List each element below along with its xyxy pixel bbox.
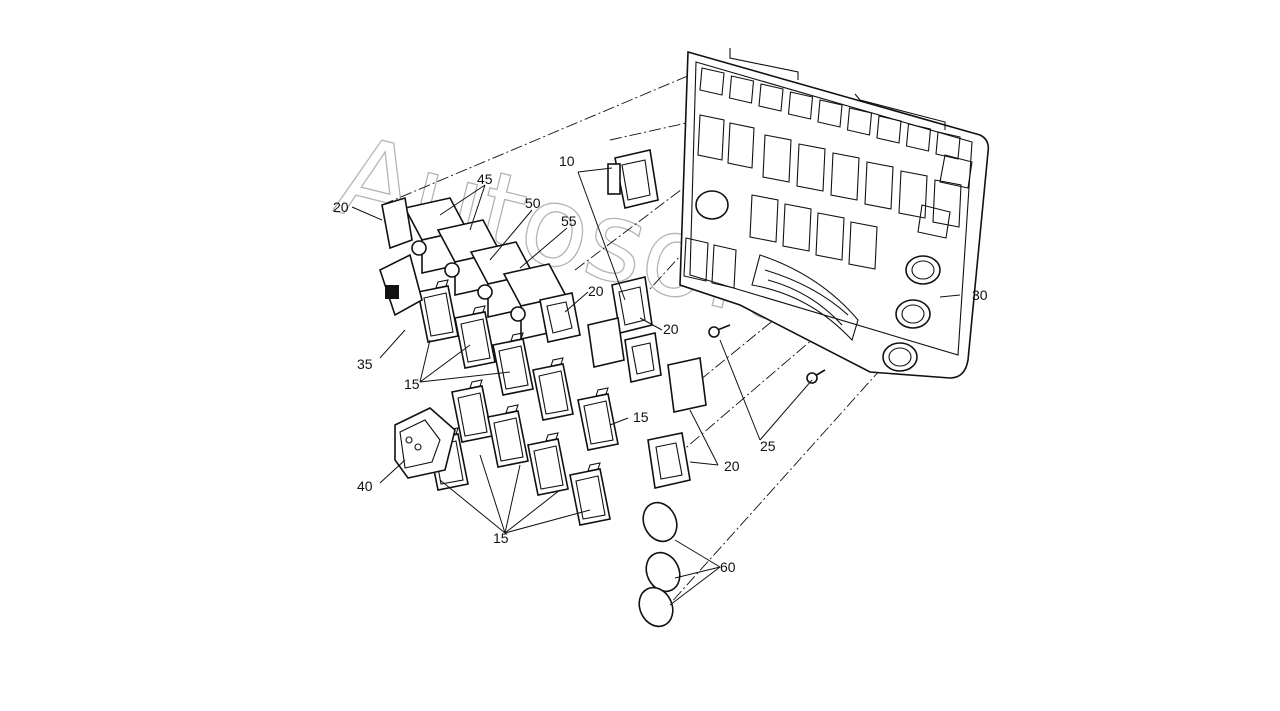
panel-round-opening <box>882 342 918 372</box>
switch-cover-inner <box>538 370 569 415</box>
panel-opening <box>749 194 779 243</box>
rocker-switch-knob <box>510 306 526 322</box>
switch-cover-inner <box>460 318 491 363</box>
panel-opening <box>848 221 878 270</box>
switch-cover-tab <box>595 387 609 397</box>
rocker-switch-knob <box>444 262 460 278</box>
rocker-switch-knob <box>477 284 493 300</box>
instrument-panel <box>679 48 990 379</box>
panel-opening <box>817 99 843 128</box>
callout-labels: 10 20 45 50 55 20 20 30 35 15 15 25 20 4… <box>333 153 988 575</box>
callout-10: 10 <box>559 153 575 169</box>
panel-opening <box>683 237 709 282</box>
callout-35: 35 <box>357 356 373 372</box>
panel-opening <box>939 154 973 189</box>
panel-opening <box>815 212 845 261</box>
callout-45: 45 <box>477 171 493 187</box>
rocker-switch-knob <box>411 240 427 256</box>
callout-50: 50 <box>525 195 541 211</box>
panel-opening <box>727 122 755 169</box>
panel-opening <box>787 91 814 120</box>
callout-40: 40 <box>357 478 373 494</box>
callout-60: 60 <box>720 559 736 575</box>
switch-cover-inner <box>423 292 454 337</box>
callout-15-upper: 15 <box>404 376 420 392</box>
switch-cover-tab <box>510 332 524 342</box>
switch-cover-tab <box>469 379 483 389</box>
connector-40 <box>394 407 456 479</box>
panel-opening <box>864 161 894 210</box>
panel-opening <box>917 204 951 239</box>
switch-cover-tab <box>587 462 601 472</box>
switch-cover-inner <box>457 392 488 437</box>
panel-opening <box>876 115 902 144</box>
screws-25 <box>708 324 826 384</box>
callout-20-right: 20 <box>663 321 679 337</box>
switch-cover-inner <box>533 445 564 490</box>
panel-gauge-opening <box>695 190 729 220</box>
switch-cover-inner <box>493 417 524 462</box>
panel-round-opening <box>895 299 931 329</box>
switch-cover-tab <box>505 404 519 414</box>
switch-covers-15 <box>417 279 619 526</box>
panel-opening <box>762 134 792 183</box>
switch-cover-tab <box>435 279 449 289</box>
panel-opening <box>898 170 928 219</box>
panel-switch-openings <box>683 67 973 289</box>
blanking-plugs-20 <box>381 196 707 489</box>
callout-20-bottom: 20 <box>724 458 740 474</box>
callout-15-bottom: 15 <box>493 530 509 546</box>
panel-opening <box>796 143 826 192</box>
lamp-holder-35 <box>379 253 423 317</box>
callout-25: 25 <box>760 438 776 454</box>
callout-15-right: 15 <box>633 409 649 425</box>
panel-opening <box>935 131 961 160</box>
panel-opening <box>782 203 812 252</box>
callout-55: 55 <box>561 213 577 229</box>
switch-cover-tab <box>472 305 486 315</box>
switch-cover-inner <box>583 400 614 445</box>
panel-opening <box>830 152 860 201</box>
panel-opening <box>758 83 784 112</box>
switch-cover-inner <box>498 345 529 390</box>
callout-30: 30 <box>972 287 988 303</box>
panel-opening <box>846 107 873 136</box>
panel-opening <box>728 75 755 104</box>
lenses-60 <box>638 501 681 628</box>
callout-20-middle: 20 <box>588 283 604 299</box>
switch-cover-inner <box>575 475 606 520</box>
panel-opening <box>699 67 725 96</box>
leader-lines <box>351 167 961 606</box>
switch-cover-tab <box>550 357 564 367</box>
switch-cover-tab <box>545 432 559 442</box>
panel-opening <box>905 123 932 152</box>
callout-20-top-left: 20 <box>333 199 349 215</box>
panel-round-opening <box>905 255 941 285</box>
panel-opening <box>711 244 737 289</box>
panel-opening <box>697 114 725 161</box>
switch-10-upper <box>607 149 659 209</box>
